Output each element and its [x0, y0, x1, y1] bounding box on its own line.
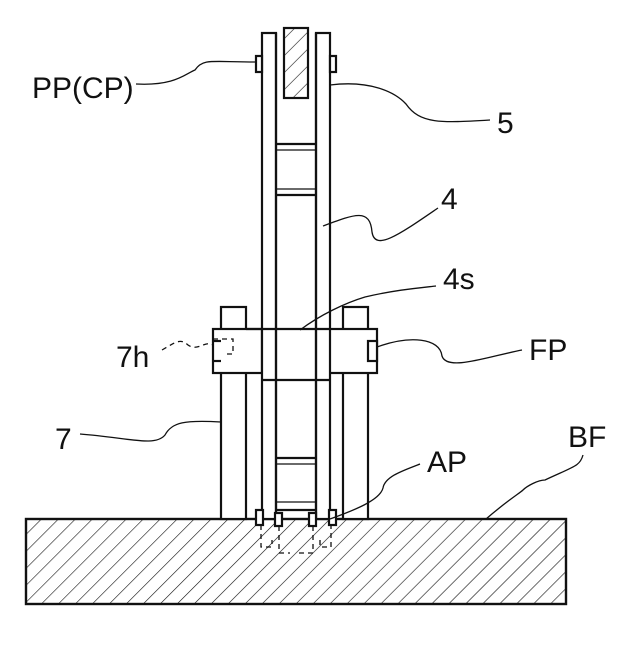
label-7h: 7h	[116, 341, 149, 374]
label-4: 4	[441, 183, 458, 216]
member-5	[284, 28, 308, 98]
label-4s: 4s	[443, 263, 475, 296]
bracket-left	[213, 307, 262, 519]
label-5: 5	[497, 107, 514, 140]
label-fp: FP	[529, 334, 567, 367]
base-floor	[26, 519, 566, 604]
column-plates	[262, 33, 330, 519]
bracket-right	[328, 307, 377, 519]
label-pp-cp: PP(CP)	[32, 72, 134, 105]
label-bf: BF	[568, 421, 606, 454]
label-ap: AP	[427, 446, 467, 479]
label-7: 7	[55, 423, 72, 456]
